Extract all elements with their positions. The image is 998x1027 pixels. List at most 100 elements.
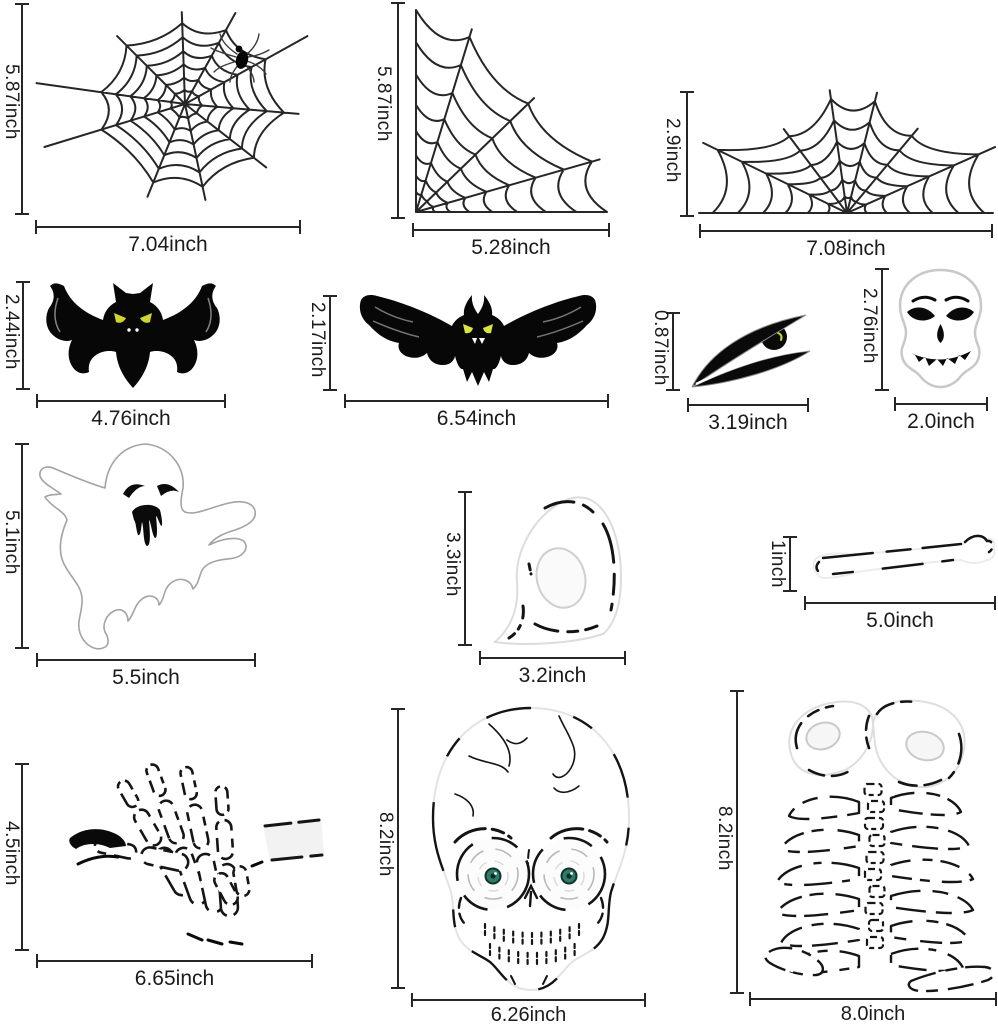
bottom-bones [764, 946, 995, 993]
height-dimension-line [391, 2, 405, 219]
bone-hole [535, 547, 587, 609]
thumb-underline [76, 854, 120, 866]
knuckle-marks [186, 860, 264, 946]
width-dimension-label: 7.08inch [806, 237, 886, 260]
teeth-marks [483, 922, 581, 966]
pelvis-top [788, 699, 966, 789]
width-dimension-line [36, 394, 226, 408]
spider-web [415, 9, 608, 213]
skeleton-hand-graphic [69, 763, 324, 946]
height-dimension-label: 3.3inch [442, 532, 463, 597]
bat-silhouette [359, 295, 597, 386]
width-dimension-line [412, 223, 610, 237]
width-dimension-line [36, 653, 256, 667]
pod-top-petal [691, 314, 807, 388]
ghost-eye [123, 484, 145, 498]
width-dimension-line [894, 397, 988, 411]
skull-sketch-outline [431, 706, 631, 992]
ghost-outline [39, 443, 257, 650]
width-dimension-label: 5.28inch [471, 236, 551, 259]
height-dimension-label: 0.87inch [650, 310, 671, 386]
height-dimension-label: 1inch [767, 540, 788, 588]
skull-eyebrows [911, 295, 970, 303]
skull-nose [937, 324, 944, 343]
width-dimension-line [804, 596, 996, 610]
brow-ridges [453, 827, 609, 844]
pod-bottom-petal [691, 350, 811, 388]
width-dimension-label: 6.65inch [134, 967, 215, 990]
sketch-strokes [507, 500, 616, 640]
width-dimension-line [479, 651, 626, 665]
bat-eye [140, 313, 152, 323]
height-dimension-label: 8.2inch [375, 812, 396, 877]
skeleton-skull-graphic [431, 706, 631, 992]
bat-nostril [135, 328, 139, 332]
wing-highlight [54, 297, 212, 333]
rib-bones [775, 791, 975, 975]
height-dimension-line [730, 690, 744, 994]
bone-body [812, 535, 996, 580]
bat-eye [114, 313, 126, 323]
half-spider-web-graphic [698, 89, 996, 214]
height-dimension-label: 5.1inch [1, 510, 22, 575]
bat-eye [483, 324, 493, 334]
width-dimension-label: 6.54inch [436, 407, 517, 430]
height-dimension-line [680, 91, 694, 217]
nose-marks [523, 883, 539, 908]
ghost-mouth [132, 504, 163, 546]
width-dimension-line [699, 224, 993, 238]
width-dimension-line [411, 993, 646, 1007]
width-dimension-label: 6.26inch [490, 1004, 567, 1026]
width-dimension-label: 4.76inch [91, 407, 171, 430]
bat-nostril [127, 328, 131, 332]
wide-wing-bat-graphic [359, 295, 597, 386]
height-dimension-line [783, 536, 797, 592]
height-dimension-label: 2.17inch [307, 302, 328, 378]
width-dimension-label: 3.2inch [518, 664, 587, 687]
creature-eye [777, 332, 783, 341]
skull-face-graphic [898, 268, 983, 389]
height-dimension-label: 2.44inch [1, 294, 22, 370]
cuff-strokes [263, 818, 324, 862]
height-dimension-label: 2.9inch [662, 118, 683, 183]
pelvis-bone-graphic [492, 496, 623, 645]
height-dimension-line [16, 281, 30, 390]
long-bone-graphic [812, 534, 996, 580]
height-dimension-line [15, 763, 29, 951]
spider-web [698, 89, 996, 214]
ghost-graphic [39, 443, 257, 650]
spine-vertebrae [863, 782, 886, 950]
height-dimension-label: 8.2inch [714, 806, 735, 871]
width-dimension-label: 2.0inch [907, 410, 975, 433]
curved-wing-bat-graphic [46, 283, 220, 388]
height-dimension-line [875, 268, 889, 391]
ghost-eye [157, 484, 179, 496]
width-dimension-label: 5.5inch [112, 666, 180, 689]
height-dimension-line [666, 312, 680, 391]
height-dimension-line [391, 708, 405, 989]
skull-outline [431, 706, 631, 992]
height-dimension-label: 4.5inch [1, 821, 22, 886]
height-dimension-line [458, 491, 472, 646]
width-dimension-label: 8.0inch [840, 1003, 906, 1025]
eye-sockets [455, 836, 607, 912]
thumb-shadow [69, 829, 126, 849]
width-dimension-line [344, 394, 609, 408]
height-dimension-line [323, 295, 337, 391]
corner-spider-web-graphic [415, 9, 608, 213]
cheek-marks [457, 896, 605, 985]
spider-icon [210, 33, 270, 83]
skull-eye [946, 307, 974, 321]
width-dimension-line [36, 954, 313, 968]
full-spider-web-graphic [35, 11, 309, 201]
width-dimension-line [35, 220, 301, 234]
sketch-strokes [815, 534, 994, 576]
wing-veins [372, 306, 584, 338]
width-dimension-label: 3.19inch [708, 411, 788, 434]
height-dimension-label: 2.76inch [859, 288, 880, 364]
width-dimension-label: 7.04inch [128, 233, 208, 256]
spider-web [35, 11, 309, 201]
wrist-cuff [263, 818, 324, 862]
height-dimension-line [15, 443, 29, 649]
